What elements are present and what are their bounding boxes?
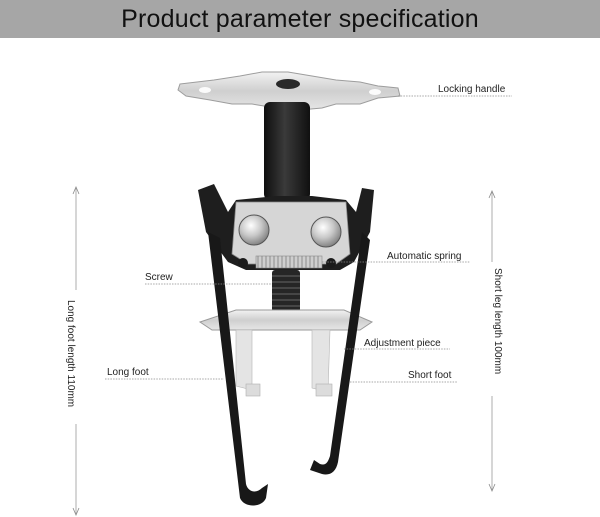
- dimension-short-leg: Short leg length 100mm: [486, 189, 506, 493]
- tool-body-shape: [198, 184, 374, 270]
- adjustment-piece-shape: [198, 309, 374, 397]
- short-foot-shape: [310, 232, 370, 475]
- label-screw: Screw: [145, 272, 174, 283]
- page-title: Product parameter specification: [121, 4, 479, 33]
- label-long-foot: Long foot: [107, 367, 149, 378]
- locking-handle-shape: [177, 71, 401, 111]
- dimension-long-foot: Long foot length 110mm: [63, 185, 87, 517]
- shaft-shape: [264, 102, 310, 200]
- label-short-foot: Short foot: [408, 370, 452, 381]
- label-short-leg-length: Short leg length 100mm: [492, 268, 503, 374]
- long-foot-shape: [208, 232, 268, 506]
- label-long-foot-length: Long foot length 110mm: [65, 300, 76, 407]
- label-adjustment-piece: Adjustment piece: [364, 338, 441, 349]
- label-locking-handle: Locking handle: [438, 84, 506, 95]
- screw-shape: [272, 270, 300, 312]
- label-automatic-spring: Automatic spring: [387, 251, 461, 262]
- header-bar: Product parameter specification: [0, 0, 600, 38]
- spring-shape: [255, 255, 323, 269]
